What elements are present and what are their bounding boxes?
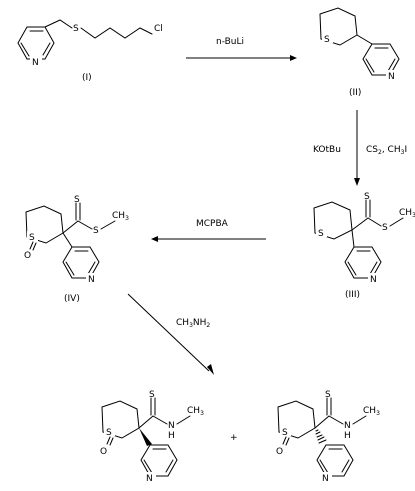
- product-1-atom-s-thione: S: [149, 390, 155, 400]
- product-1-atom-s-ring: S: [106, 428, 112, 438]
- arrow-step-4: CH3NH2: [127, 293, 214, 375]
- product-2-atom-h: H: [344, 431, 351, 441]
- product-1: S O S N H N: [100, 390, 191, 484]
- reagent-methylamine: CH3NH2: [176, 318, 210, 329]
- compound-I-atom-cl: Cl: [154, 24, 163, 34]
- product-1-atom-n-amide: N: [168, 421, 175, 431]
- product-1-sulfoxide-bond: [106, 436, 111, 445]
- compound-II-atom-s: S: [324, 35, 330, 45]
- compound-IV-atom-n: N: [88, 275, 95, 285]
- compound-II-double-bond: [365, 58, 375, 73]
- product-2-atom-o: O: [276, 447, 283, 457]
- compound-II-atom-n: N: [388, 72, 395, 82]
- compound-II-double-bond: [387, 58, 396, 72]
- product-1-pyridine-ring: [140, 444, 178, 477]
- compound-III-atom-s-ester: S: [382, 223, 388, 233]
- compound-II: S N (II): [319, 7, 400, 98]
- compound-IV-atom-s-ester: S: [93, 226, 99, 236]
- compound-I-atom-s: S: [73, 24, 79, 34]
- product-1-atom-h: H: [168, 431, 175, 441]
- product-2-atom-s-thione: S: [325, 390, 331, 400]
- compound-IV-atom-s-thione: S: [74, 195, 80, 205]
- compound-I-label: (I): [82, 73, 92, 83]
- compound-II-label: (II): [349, 88, 361, 98]
- product-2-atom-n-amide: N: [344, 421, 351, 431]
- compound-I-chain: [80, 27, 153, 39]
- compound-IV-sulfoxide-bond: [32, 242, 37, 251]
- compound-I: N S Cl (I): [17, 19, 163, 83]
- product-2-double-bond: [319, 459, 329, 474]
- compound-III-bond: [351, 217, 369, 231]
- arrow-step-1: n-BuLi: [186, 37, 297, 61]
- compound-I-pyridine-ring: [17, 26, 55, 60]
- compound-I-chain: [44, 19, 73, 29]
- compound-IV-atom-o: O: [24, 251, 31, 261]
- product-1-atom-o: O: [100, 447, 107, 457]
- product-2-double-bond: [341, 459, 350, 473]
- product-1-atom-n: N: [146, 474, 153, 484]
- compound-III-atom-ch3: CH3: [399, 208, 415, 219]
- compound-IV-bond: [62, 220, 79, 234]
- product-2-hash-bond: [315, 429, 327, 444]
- compound-IV-double-bond: [87, 261, 96, 275]
- product-1-wedge-bond: [139, 428, 152, 446]
- compound-IV-sulfoxide-bond: [29, 241, 34, 250]
- compound-II-link-bond: [356, 34, 373, 45]
- reagent-kotbu: KOtBu: [313, 145, 341, 155]
- compound-IV-double-bond: [65, 261, 75, 276]
- product-2-atom-s-ring: S: [282, 428, 288, 438]
- compound-IV-atom-s-ring: S: [29, 233, 35, 243]
- compound-III-atom-s-ring: S: [318, 229, 324, 239]
- product-1-methyl-bond: [176, 415, 191, 425]
- compound-III-bond: [367, 217, 382, 227]
- compound-IV-bond: [62, 232, 73, 248]
- product-1-double-bond: [143, 459, 153, 474]
- compound-IV-bond: [77, 220, 93, 230]
- compound-III: S S S N (III): [313, 192, 404, 300]
- compound-III-methyl-bond: [389, 217, 404, 227]
- compound-III-double-bond: [369, 261, 378, 275]
- product-2-pyridine-ring: [316, 444, 354, 477]
- arrow-step-2: KOtBu CS2, CH3I: [313, 110, 407, 186]
- reagent-mcpba: MCPBA: [196, 219, 229, 229]
- compound-III-atom-n: N: [370, 275, 377, 285]
- compound-III-atom-s-thione: S: [364, 192, 370, 202]
- product-2-bond: [314, 415, 330, 429]
- product-2-atom-n: N: [322, 474, 329, 484]
- product-2-bond: [328, 415, 344, 425]
- reagent-cs2: CS2, CH3I: [366, 145, 407, 156]
- compound-IV-methyl-bond: [100, 220, 116, 230]
- product-1-double-bond: [165, 459, 174, 473]
- compound-I-double-bond: [20, 42, 30, 57]
- reagent-n-buli: n-BuLi: [216, 37, 244, 47]
- plus-sign: +: [230, 433, 238, 443]
- arrow-step-3: MCPBA: [151, 219, 266, 242]
- compound-I-double-bond: [42, 42, 51, 56]
- product-2-methyl-bond: [352, 415, 367, 425]
- compound-IV-label: (IV): [64, 294, 80, 304]
- product-2-sulfoxide-bond: [282, 436, 287, 445]
- product-1-bond: [152, 415, 168, 425]
- compound-IV-atom-ch3: CH3: [112, 211, 129, 222]
- product-1-bond: [138, 415, 154, 429]
- compound-III-bond: [351, 229, 355, 248]
- compound-III-label: (III): [345, 290, 360, 300]
- product-2-sulfoxide-bond: [285, 437, 290, 446]
- compound-IV: S O S S N (IV): [24, 195, 116, 304]
- product-1-atom-ch3: CH3: [187, 406, 204, 417]
- product-2: S O S N H N: [276, 390, 367, 484]
- product-2-atom-ch3: CH3: [363, 406, 380, 417]
- product-1-sulfoxide-bond: [109, 437, 114, 446]
- compound-I-atom-n: N: [32, 58, 39, 68]
- compound-III-double-bond: [347, 261, 357, 276]
